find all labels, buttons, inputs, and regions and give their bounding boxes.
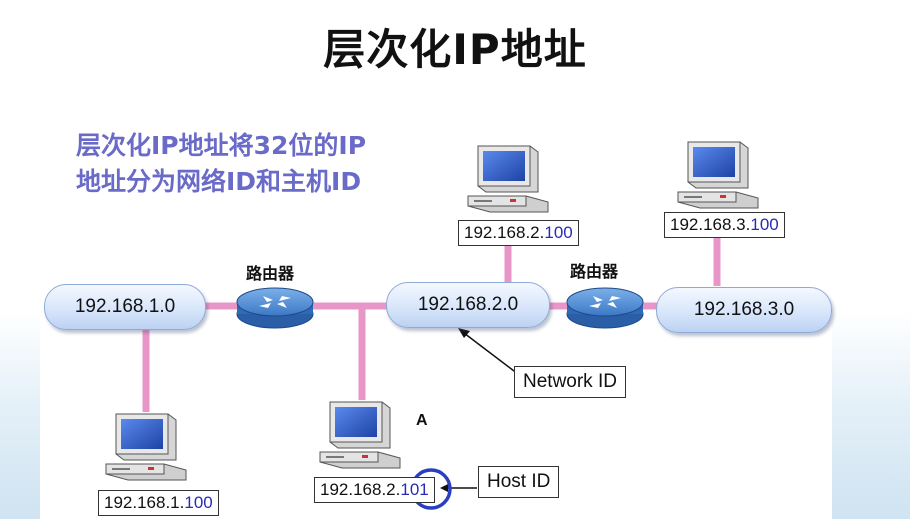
description-line-2: 地址分为网络ID和主机ID [76, 167, 362, 196]
computer-icon [677, 141, 759, 209]
network-2: 192.168.2.0 [386, 282, 550, 328]
description-text: 层次化IP地址将32位的IP 地址分为网络ID和主机ID [76, 128, 366, 200]
description-line-1: 层次化IP地址将32位的IP [76, 131, 367, 160]
router-icon [566, 287, 644, 329]
router-label-2: 路由器 [570, 262, 619, 281]
host-ip-label: 192.168.3.100 [664, 212, 785, 238]
router-label-1: 路由器 [246, 264, 295, 283]
network-id-callout: Network ID [514, 366, 626, 398]
network-3: 192.168.3.0 [656, 287, 832, 333]
network-1: 192.168.1.0 [44, 284, 206, 330]
host-ip-label: 192.168.2.101 [314, 477, 435, 503]
router-icon [236, 287, 314, 329]
node-a-label: A [416, 412, 428, 429]
host-ip-label: 192.168.1.100 [98, 490, 219, 516]
slide-title: 层次化IP地址 [323, 25, 587, 74]
computer-icon [105, 413, 187, 481]
computer-icon [467, 145, 549, 213]
host-ip-label: 192.168.2.100 [458, 220, 579, 246]
network-id-arrow [459, 329, 519, 375]
computer-icon [319, 401, 401, 469]
host-id-callout: Host ID [478, 466, 560, 498]
